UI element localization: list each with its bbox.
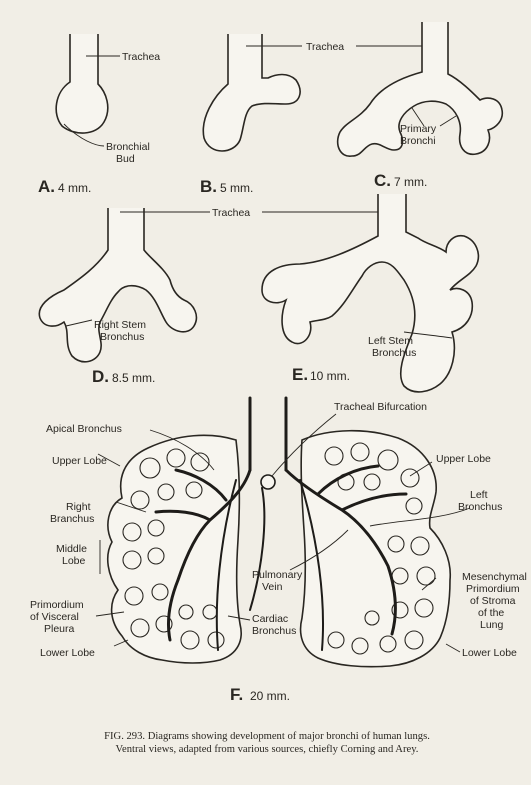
panel-f-label-pulmonary-1: Pulmonary: [252, 569, 303, 581]
panel-f-label-mesenchymal-4: of the: [478, 607, 504, 619]
panel-a-outline: [56, 34, 108, 133]
panel-f-label-primordium-2: of Visceral: [30, 611, 79, 623]
panel-f-label-mesenchymal-1: Mesenchymal: [462, 571, 527, 583]
panel-f-label-mesenchymal-3: of Stroma: [470, 595, 516, 607]
figure-caption: FIG. 293. Diagrams showing development o…: [22, 730, 512, 756]
panel-b-size: 5 mm.: [220, 181, 253, 195]
panel-f-label-lower-lobe-right: Lower Lobe: [40, 647, 95, 659]
panel-a-bud-label-1: Bronchial: [106, 141, 150, 153]
panel-e-size: 10 mm.: [310, 369, 350, 383]
panel-f-label-mesenchymal-2: Primordium: [466, 583, 520, 595]
panel-f: Apical Bronchus Tracheal Bifurcation Upp…: [30, 398, 527, 704]
panel-f-label-upper-lobe-right: Upper Lobe: [52, 455, 107, 467]
panel-f-label-left-1: Left: [470, 489, 488, 501]
panel-f-label-mesenchymal-5: Lung: [480, 619, 504, 631]
panel-b-trachea-label: Trachea: [306, 41, 344, 53]
panel-c-size: 7 mm.: [394, 175, 427, 189]
panel-f-trachea: [250, 398, 286, 470]
panel-f-label-primordium-1: Primordium: [30, 599, 84, 611]
panel-e: Left Stem Bronchus E. 10 mm.: [262, 194, 478, 392]
panel-a-trachea-label: Trachea: [122, 51, 160, 63]
panel-f-label-tracheal-bifurcation: Tracheal Bifurcation: [334, 401, 427, 413]
panel-e-letter: E.: [292, 365, 308, 384]
panel-d-stem-label-1: Right Stem: [94, 319, 146, 331]
panel-b: B. 5 mm.: [200, 34, 302, 196]
panel-d-size: 8.5 mm.: [112, 371, 155, 385]
panel-f-label-right-1: Right: [66, 501, 91, 513]
panel-f-label-middle-2: Lobe: [62, 555, 86, 567]
caption-line-1: FIG. 293. Diagrams showing development o…: [22, 730, 512, 743]
panel-c-letter: C.: [374, 171, 391, 190]
panel-f-label-right-2: Branchus: [50, 513, 94, 525]
panel-d-trachea-label: Trachea: [212, 207, 250, 219]
panel-a-bud-label-2: Bud: [116, 153, 135, 165]
panel-a: Trachea Bronchial Bud A. 4 mm.: [38, 34, 160, 196]
caption-line-2: Ventral views, adapted from various sour…: [22, 743, 512, 756]
panel-f-bifurcation-node: [261, 475, 275, 489]
panel-f-label-left-2: Bronchus: [458, 501, 502, 513]
panel-c-primary-label-2: Bronchi: [400, 135, 436, 147]
panel-f-size: 20 mm.: [250, 689, 290, 703]
panel-b-outline: [203, 34, 300, 151]
panel-f-label-cardiac-1: Cardiac: [252, 613, 288, 625]
panel-f-label-upper-lobe-left: Upper Lobe: [436, 453, 491, 465]
panel-c-primary-label-1: Primary: [400, 123, 437, 135]
panel-a-letter: A.: [38, 177, 55, 196]
panel-f-letter: F.: [230, 685, 243, 704]
panel-f-label-apical: Apical Bronchus: [46, 423, 122, 435]
panel-e-outline: [262, 194, 478, 392]
panel-f-label-middle-1: Middle: [56, 543, 87, 555]
panel-d-stem-label-2: Bronchus: [100, 331, 144, 343]
panel-a-size: 4 mm.: [58, 181, 91, 195]
panel-f-label-cardiac-2: Bronchus: [252, 625, 296, 637]
panel-c: Primary Bronchi C. 7 mm.: [338, 22, 503, 190]
panel-f-label-primordium-3: Pleura: [44, 623, 75, 635]
panel-b-letter: B.: [200, 177, 217, 196]
panel-e-stem-label-2: Bronchus: [372, 347, 416, 359]
panel-f-label-pulmonary-2: Vein: [262, 581, 283, 593]
panel-e-stem-label-1: Left Stem: [368, 335, 413, 347]
panel-d: Right Stem Bronchus D. 8.5 mm.: [39, 208, 210, 386]
panel-d-letter: D.: [92, 367, 109, 386]
panel-f-label-lower-lobe-left: Lower Lobe: [462, 647, 517, 659]
